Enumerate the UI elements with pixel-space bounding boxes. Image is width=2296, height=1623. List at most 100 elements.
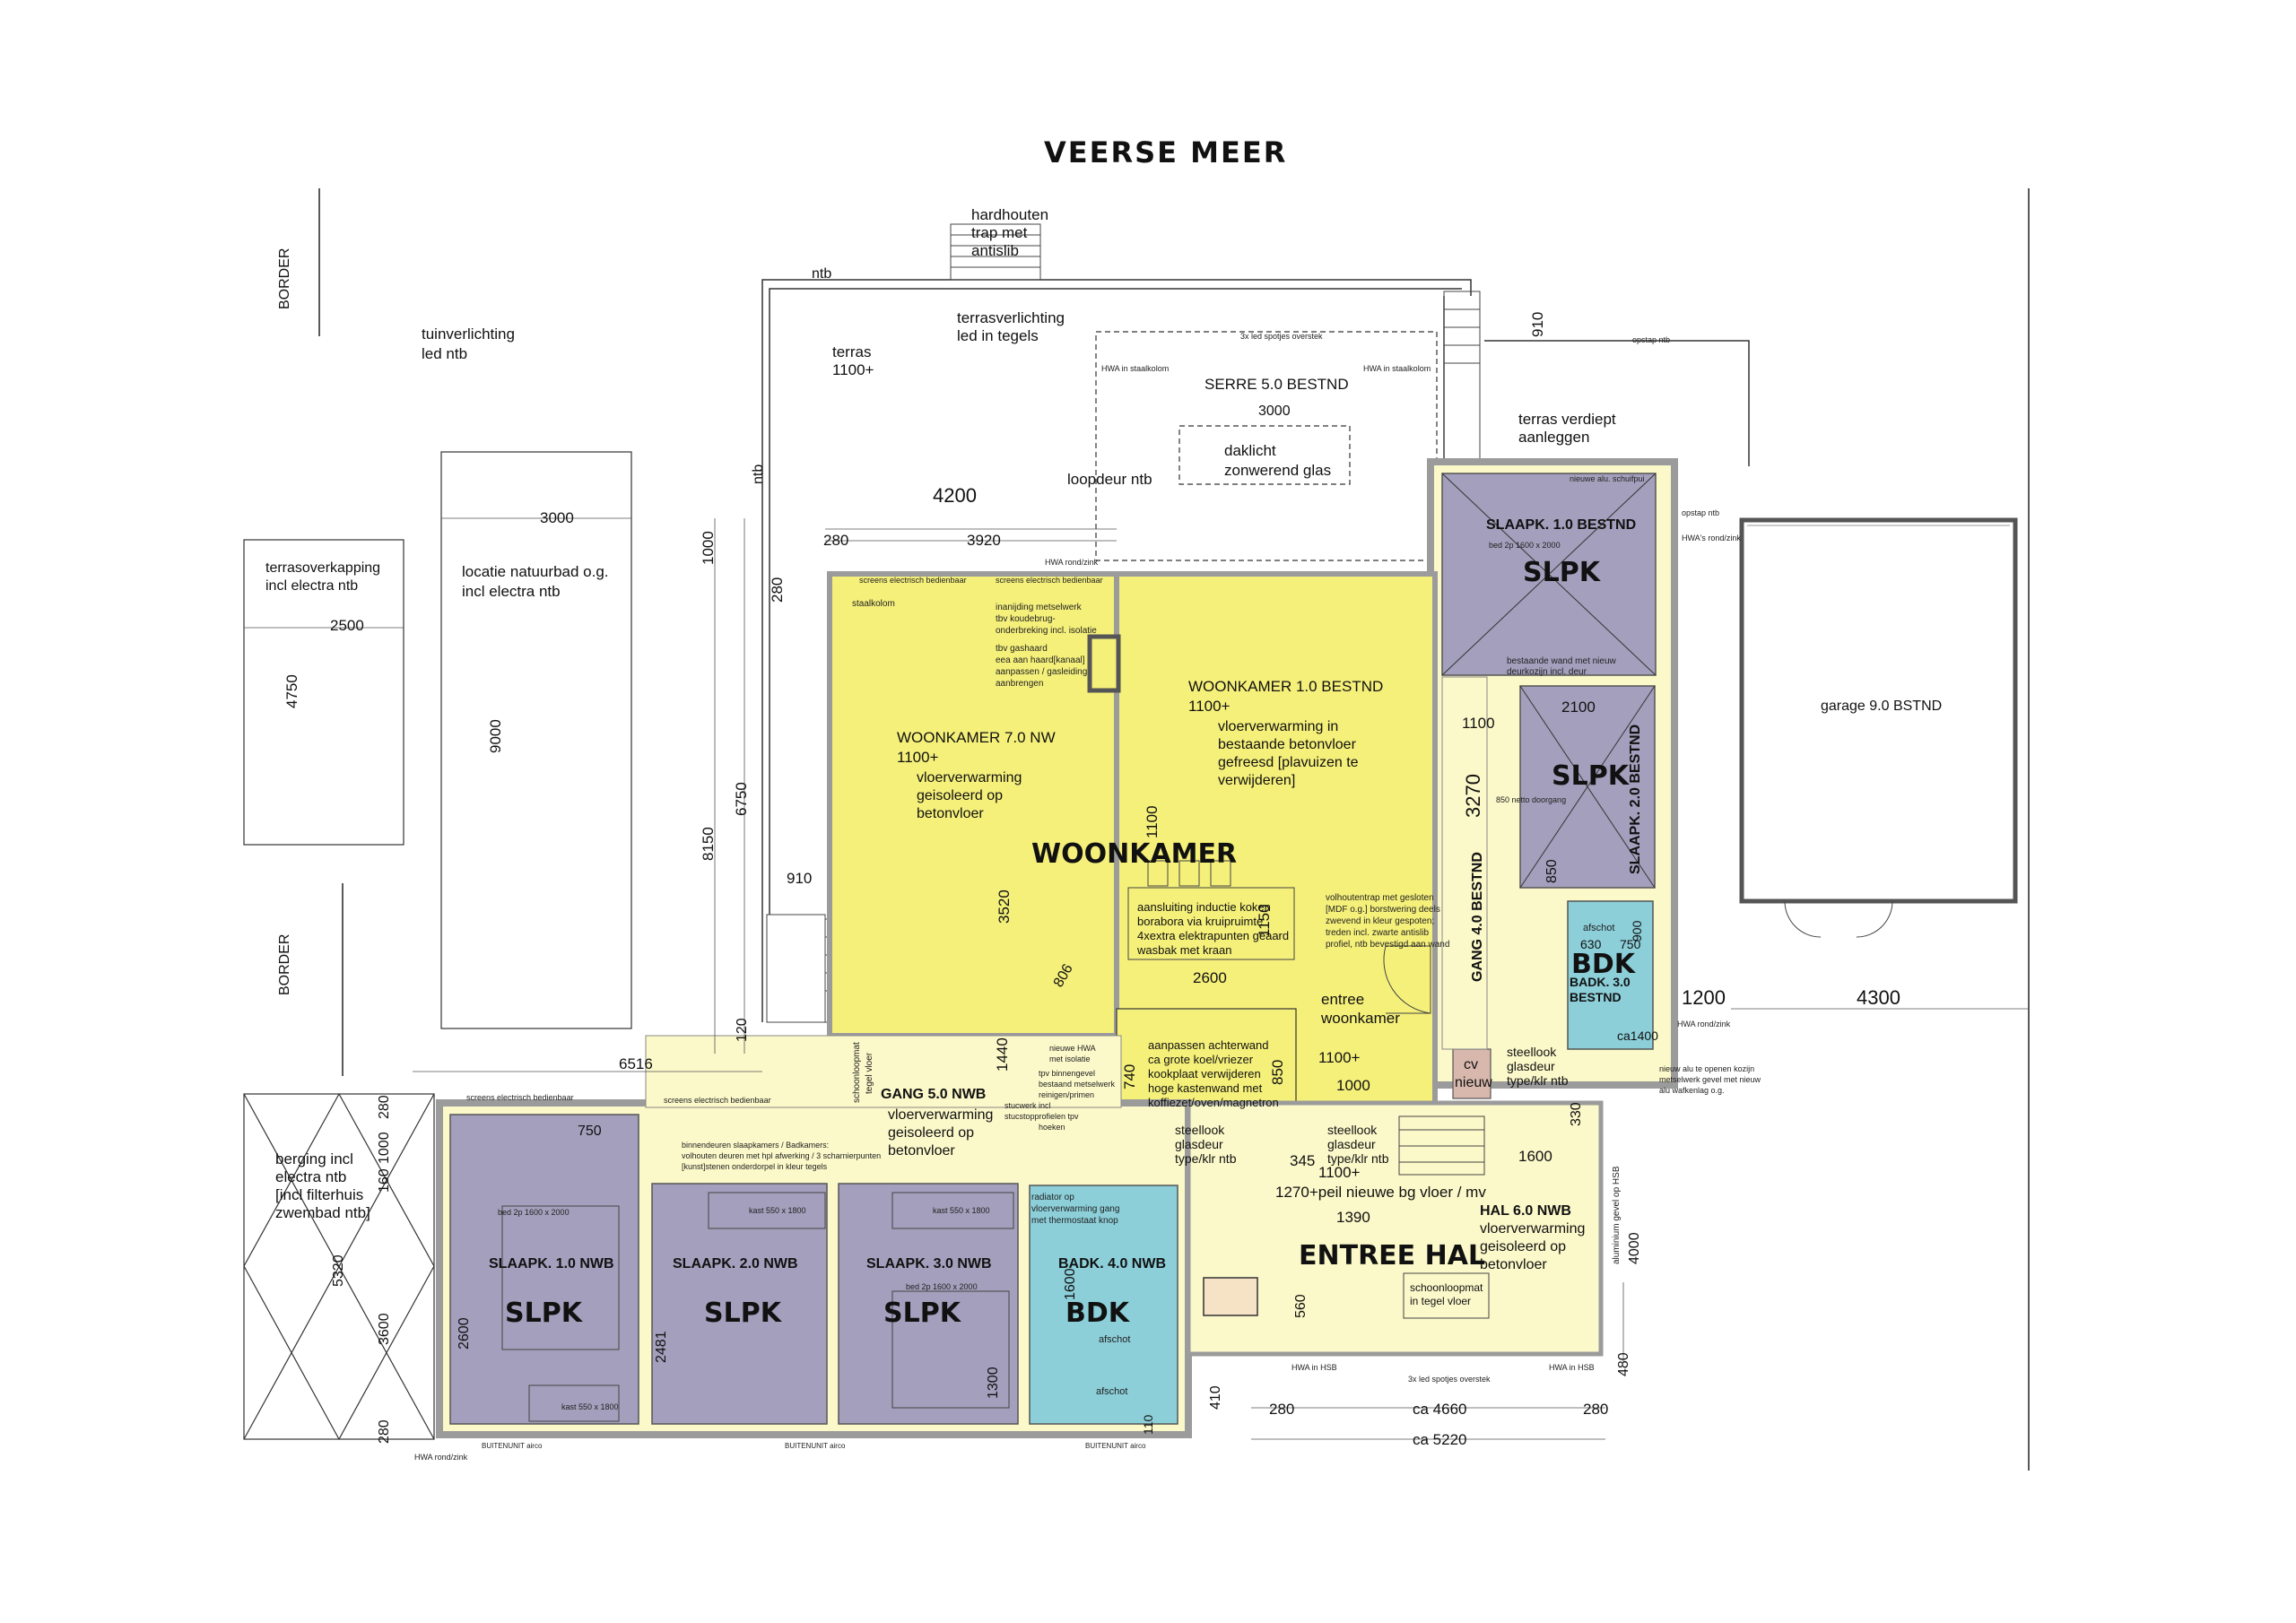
steellook-note: type/klr ntb [1507,1073,1569,1088]
tpv-note: stucstopprofielen tpv [1004,1112,1079,1121]
achterwand-note: hoge kastenwand met [1148,1081,1263,1095]
keuken-note: aansluiting inductie koken [1137,900,1271,914]
dimension-label: 1000 [1336,1077,1370,1094]
screens-label: screens electrisch bedienbaar [996,576,1103,585]
slpk2-nwb-room [651,1183,828,1425]
dimension-label: 740 [1121,1064,1138,1089]
dimension-lines [244,517,2029,1440]
dimension-label: 480 [1616,1352,1631,1376]
kozijn-note: metselwerk gevel met nieuw [1659,1075,1761,1084]
berging-label: [incl filterhuis [275,1186,363,1203]
gang5-note: geisoleerd op [888,1125,974,1141]
hwa-label: HWA in staalkolom [1101,364,1169,373]
slpk3-nwb-room [838,1183,1019,1425]
buitenunit-label: BUITENUNIT airco [785,1442,846,1450]
dimension-label: 1440 [994,1037,1011,1072]
berging-label: zwembad ntb] [275,1204,370,1221]
tpv-note: bestaand metselwerk [1039,1080,1116,1089]
tpv-note: hoeken [1039,1123,1065,1132]
dimension-label: 900 [1630,920,1644,942]
dimension-label: 280 [377,1095,392,1119]
ntb-label: ntb [812,266,831,282]
screens-label: screens electrisch bedienbaar [859,576,967,585]
woonkamer-bestnd-name: WOONKAMER 1.0 BESTND [1188,678,1383,695]
daklicht-label: daklicht [1224,442,1276,459]
dimension-label: 120 [735,1018,750,1042]
border-label: BORDER [277,248,292,309]
achterwand-note: aanpassen achterwand [1148,1038,1268,1052]
hwa-label: HWA's rond/zink [1682,534,1741,542]
achterwand-note: koffiezet/oven/magnetron [1148,1096,1279,1109]
schoonloopmat-label: tegel vloer [865,1052,874,1094]
trap-note: volhoutentrap met gesloten [1326,893,1434,903]
schoonloopmat-label: schoonloopmat [1410,1281,1483,1294]
new-wing [436,1035,1192,1438]
keuken-note: wasbak met kraan [1136,943,1232,957]
radiator-note: radiator op [1031,1193,1074,1202]
tuinverlichting-label: led ntb [422,345,467,362]
dimension-label: 2600 [457,1317,472,1350]
dimension-label: 6516 [619,1055,653,1072]
slpk3-nwb-name: SLAAPK. 3.0 NWB [866,1256,992,1271]
terrasverlichting-label: led in tegels [957,327,1039,344]
kozijn-note: alu wafkenlag o.g. [1659,1086,1725,1095]
dimension-label: 560 [1293,1294,1309,1318]
kast-label: kast 550 x 1800 [933,1206,990,1215]
steellook-note: type/klr ntb [1175,1151,1237,1166]
tpv-note: stucwerk incl [1004,1101,1051,1110]
dimension-label: 850 [1269,1060,1286,1085]
woonkamer-nw-note: vloerverwarming [917,770,1022,785]
dimension-labels: 4200 3920 280 280 1000 3000 3000 2500 47… [283,312,1900,1448]
dimension-label: 3520 [996,890,1013,924]
schoonloopmat-label: in tegel vloer [1410,1295,1471,1307]
plan-title: VEERSE MEER [1044,135,1287,169]
bestaande-wand-note: bestaande wand met nieuw [1507,656,1617,666]
kast-label: kast 550 x 1800 [561,1402,619,1411]
cv-room [1452,1048,1492,1099]
slpk2-nwb-label: SLPK [704,1298,783,1329]
entree-hal [1186,1100,1604,1357]
gang5-name: GANG 5.0 NWB [881,1087,986,1102]
staalkolom-label: staalkolom [852,599,895,609]
terrasoverkapping-label: incl electra ntb [265,578,358,594]
garage-name: garage 9.0 BSTND [1821,699,1942,714]
peil-label: 1270+peil nieuwe bg vloer / mv [1275,1184,1486,1201]
dimension-label: ca 4660 [1413,1401,1467,1418]
woonkamer-nw-note: geisoleerd op [917,788,1003,803]
led-spots-label: 3x led spotjes overstek [1240,332,1323,341]
schoonloopmat-label: schoonloopmat [852,1042,862,1103]
keuken-note: borabora via kruipruimte [1137,915,1263,928]
dimension-label: 8150 [700,827,717,861]
woonkamer-bestnd-note: verwijderen] [1218,773,1295,788]
screens-label: screens electrisch bedienbaar [664,1096,771,1105]
hwa-label: HWA rond/zink [1677,1020,1731,1028]
dimension-label: 1100 [1144,805,1161,838]
dimension-label: 5320 [331,1254,346,1287]
dimension-label: 910 [1529,312,1546,337]
dimension-label: 3000 [1258,404,1291,419]
terrasverlichting-label: terrasverlichting [957,309,1065,326]
hal6-note: vloerverwarming [1480,1221,1585,1237]
dimension-label: 4200 [933,484,977,507]
binnendeuren-note: [kunst]stenen onderdorpel in kleur tegel… [682,1162,828,1171]
slpk1-nwb-label: SLPK [505,1298,584,1329]
cv-label: cv [1464,1057,1478,1072]
buitenunit-label: BUITENUNIT airco [1085,1442,1146,1450]
hwa-label: HWA in staalkolom [1363,364,1431,373]
slpk1-bestnd-name: SLAAPK. 1.0 BESTND [1486,517,1636,533]
woonkamer-nw-name: WOONKAMER 7.0 NW [897,729,1056,746]
tpv-note: reinigen/primen [1039,1090,1094,1099]
woonkamer-big-label: WOONKAMER [1031,838,1237,870]
berging-label: berging incl [275,1150,353,1167]
entree-woonkamer-label: entree [1321,991,1364,1008]
trap-note: [MDF o.g.] borstwering deels [1326,905,1440,915]
badk-bestnd-name: BADK. 3.0 [1570,975,1631,989]
afschot-label: afschot [1583,923,1614,933]
badk4-label: BDK [1065,1298,1131,1329]
dimension-label: 3000 [540,509,574,526]
hardhouten-label: trap met [971,224,1028,241]
badk-bestnd-name: BESTND [1570,990,1622,1004]
buitenunit-label: BUITENUNIT airco [482,1442,543,1450]
kozijn-note: nieuw alu te openen kozijn [1659,1064,1754,1073]
